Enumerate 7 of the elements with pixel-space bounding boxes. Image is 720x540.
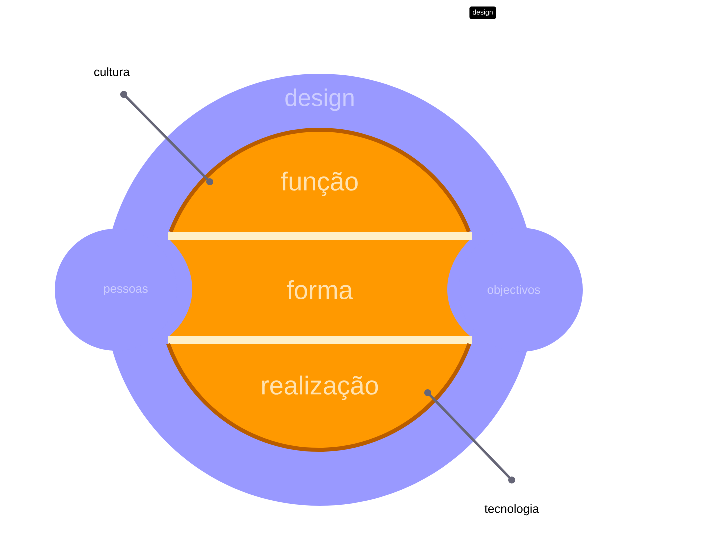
cap-band: função [169, 128, 471, 233]
middle-band: forma [168, 232, 472, 344]
callout-label: cultura [94, 68, 130, 76]
callout-label: tecnologia [484, 504, 540, 516]
leader-line [424, 390, 516, 484]
leader-line [120, 91, 214, 186]
cap-band: realização [166, 343, 472, 452]
